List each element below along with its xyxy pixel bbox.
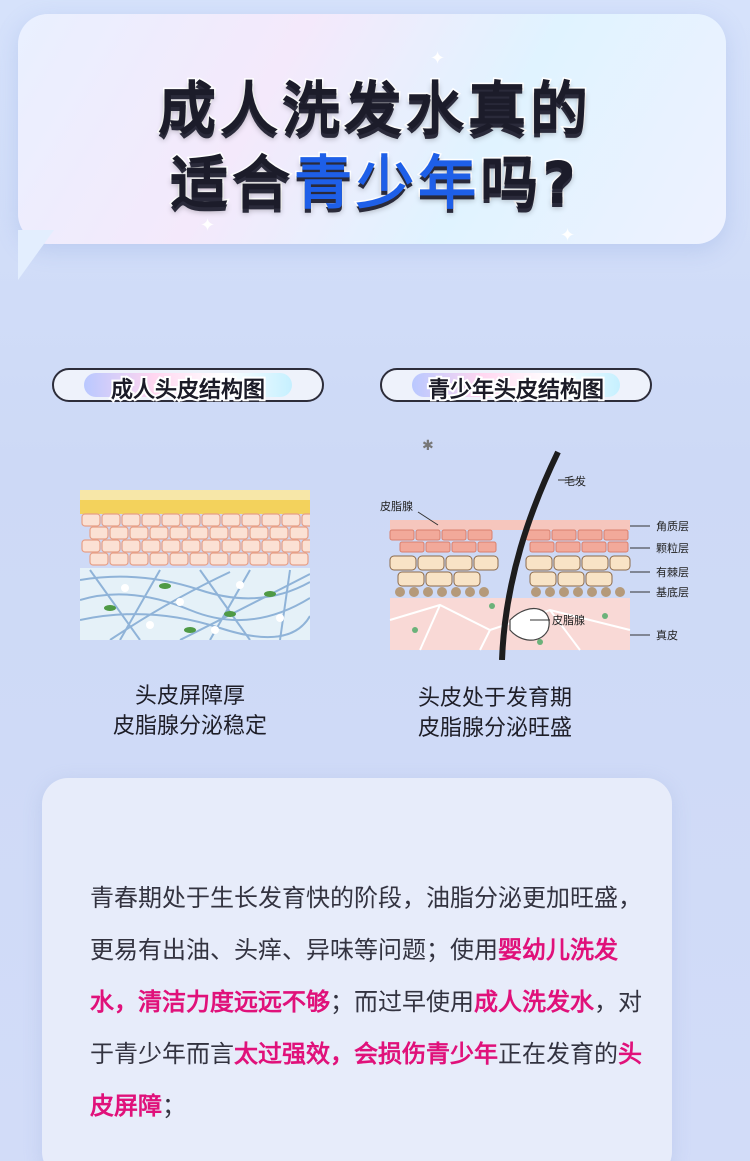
info-text-4: 正在发育的 [498,1040,618,1068]
label-gradient [412,373,620,397]
info-highlight-3: 太过强效，会损伤青少年 [234,1040,498,1068]
info-paragraph: 青春期处于生长发育快的阶段，油脂分泌更加旺盛，更易有出油、头痒、异味等问题；使用… [90,872,660,1132]
teen-caption: 头皮处于发育期 皮脂腺分泌旺盛 [385,684,605,744]
teen-scalp-label-text: 青少年头皮结构图 [426,376,606,405]
asterisk-icon: ✱ [422,438,434,454]
label-sebaceous-gland-inner: 皮脂腺 [552,613,585,627]
info-text-1: 青春期处于生长发育快的阶段，油脂分泌更加旺盛，更易有出油、头痒、异味等问题；使用 [90,884,642,964]
sparkle-icon: ✦ [560,225,576,246]
adult-caption-line2: 皮脂腺分泌稳定 [112,714,267,739]
label-gradient [84,373,292,397]
header-card [18,14,726,244]
teen-scalp-label: 青少年头皮结构图 [380,368,652,405]
sparkle-icon: ✦ [200,215,216,236]
adult-scalp-label: 成人头皮结构图 [52,368,324,405]
adult-caption: 头皮屏障厚 皮脂腺分泌稳定 [80,682,300,742]
title-suffix: 吗? [479,148,580,219]
page-title-line2: 适合青少年吗? [0,136,750,220]
info-highlight-1: 婴幼儿洗发水，清洁力度远远不够 [90,936,618,1016]
info-text-2: ；而过早使用 [330,988,474,1016]
title-highlight: 青少年 [293,148,481,219]
adult-scalp-label-text: 成人头皮结构图 [109,376,267,405]
info-text-3: ，对于青少年而言 [90,988,642,1068]
label-stratum-granulosum: 颗粒层 [656,541,689,555]
sparkle-icon: ✦ [430,48,446,69]
header-card-tail [18,230,54,280]
title-prefix: 适合 [169,148,295,219]
info-card [42,778,672,1161]
teen-scalp-diagram: ✱ 毛发 皮脂腺 角质层 颗粒层 有棘层 基底层 皮脂腺 真皮 [380,438,689,660]
info-highlight-2: 成人洗发水 [474,988,594,1016]
label-stratum-spinosum: 有棘层 [656,565,689,579]
label-hair: 毛发 [564,474,586,488]
info-highlight-4: 头皮屏障 [90,1040,642,1120]
label-leaders [417,479,650,636]
info-text-5: ； [162,1092,186,1120]
adult-scalp-diagram [80,490,310,640]
label-stratum-basale: 基底层 [656,585,689,599]
label-stratum-corneum: 角质层 [656,520,689,533]
teen-caption-line1: 头皮处于发育期 [417,686,572,711]
adult-caption-line1: 头皮屏障厚 [134,684,245,709]
teen-caption-line2: 皮脂腺分泌旺盛 [417,716,572,741]
label-sebaceous-gland-top: 皮脂腺 [380,499,413,513]
label-dermis: 真皮 [656,628,678,642]
page-title-line1: 成人洗发水真的 [156,74,592,145]
